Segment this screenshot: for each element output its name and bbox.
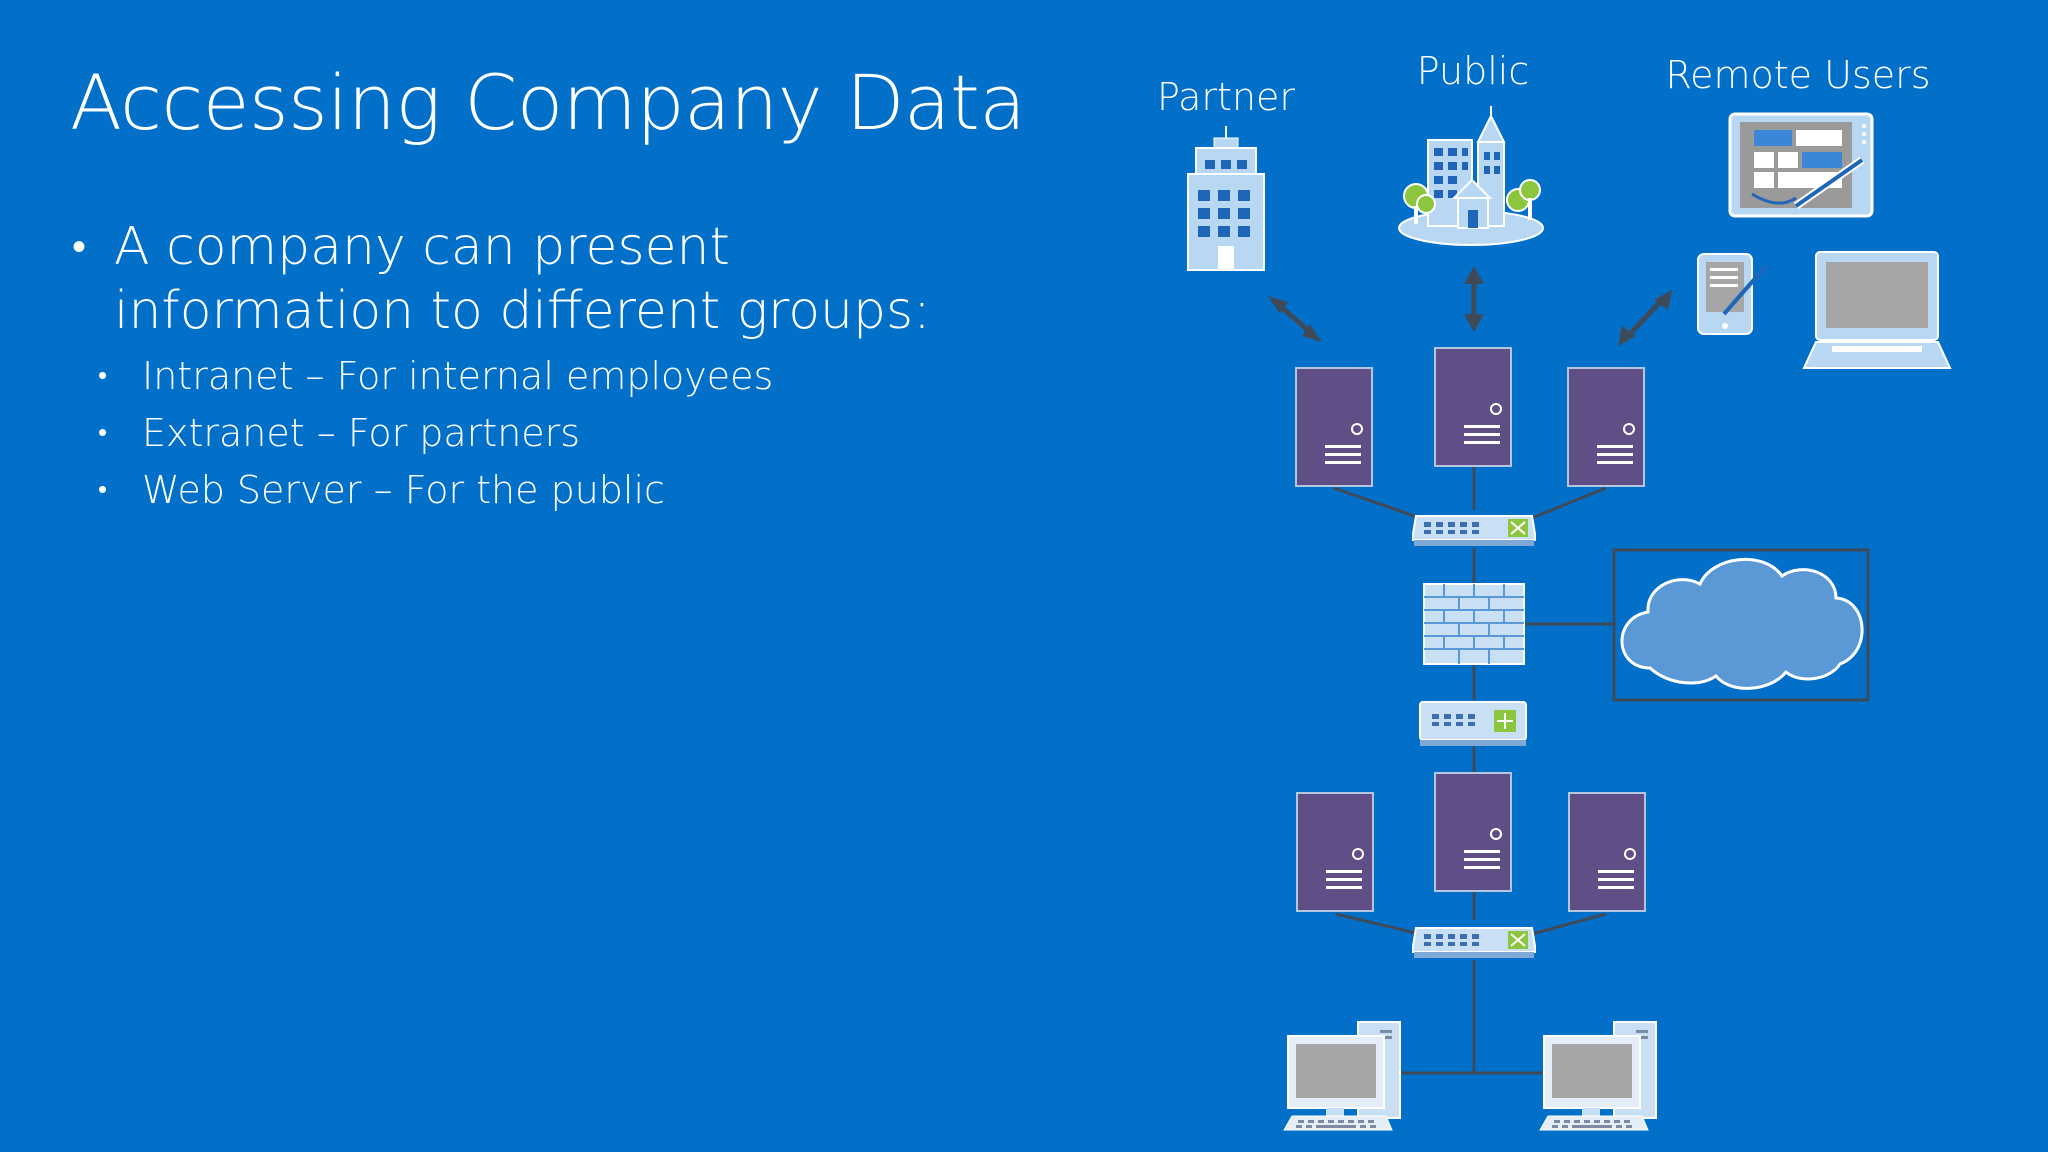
- sub-bullet-text: Extranet – For partners: [142, 411, 581, 455]
- city-icon: [1398, 106, 1544, 246]
- bullet-dot: •: [98, 361, 108, 391]
- sub-bullet-web-server: • Web Server – For the public: [98, 466, 773, 523]
- bullet-dot: •: [98, 475, 108, 505]
- sub-bullet-list: • Intranet – For internal employees • Ex…: [98, 352, 773, 523]
- sub-bullet-intranet: • Intranet – For internal employees: [98, 352, 773, 409]
- connector-lines: [1333, 466, 1614, 1075]
- server-icon: [1295, 367, 1373, 487]
- sub-bullet-extranet: • Extranet – For partners: [98, 409, 773, 466]
- firewall-icon: [1423, 583, 1525, 665]
- laptop-icon: [1802, 251, 1952, 369]
- sub-bullet-text: Intranet – For internal employees: [142, 354, 774, 398]
- tablet-icon: [1728, 112, 1874, 218]
- router-icon: [1419, 701, 1527, 746]
- main-bullet: • A company can present information to d…: [72, 215, 1032, 343]
- network-switch-icon: [1412, 927, 1536, 959]
- label-remote-users: Remote Users: [1665, 53, 1930, 97]
- desktop-computer-icon: [1283, 1021, 1401, 1131]
- office-building-icon: [1187, 126, 1265, 271]
- label-partner: Partner: [1157, 75, 1295, 119]
- server-icon: [1568, 792, 1646, 912]
- main-bullet-text: A company can present information to dif…: [114, 217, 931, 341]
- slide-title: Accessing Company Data: [70, 58, 1026, 147]
- server-icon: [1434, 347, 1512, 467]
- bullet-dot: •: [98, 418, 108, 448]
- connection-arrows: [1268, 266, 1672, 346]
- server-icon: [1296, 792, 1374, 912]
- desktop-computer-icon: [1539, 1021, 1657, 1131]
- server-icon: [1567, 367, 1645, 487]
- server-icon: [1434, 772, 1512, 892]
- sub-bullet-text: Web Server – For the public: [142, 468, 665, 512]
- network-switch-icon: [1412, 515, 1536, 547]
- label-public: Public: [1417, 49, 1529, 93]
- pda-icon: [1697, 253, 1768, 335]
- cloud-icon: [1612, 548, 1870, 702]
- bullet-dot: •: [72, 224, 87, 270]
